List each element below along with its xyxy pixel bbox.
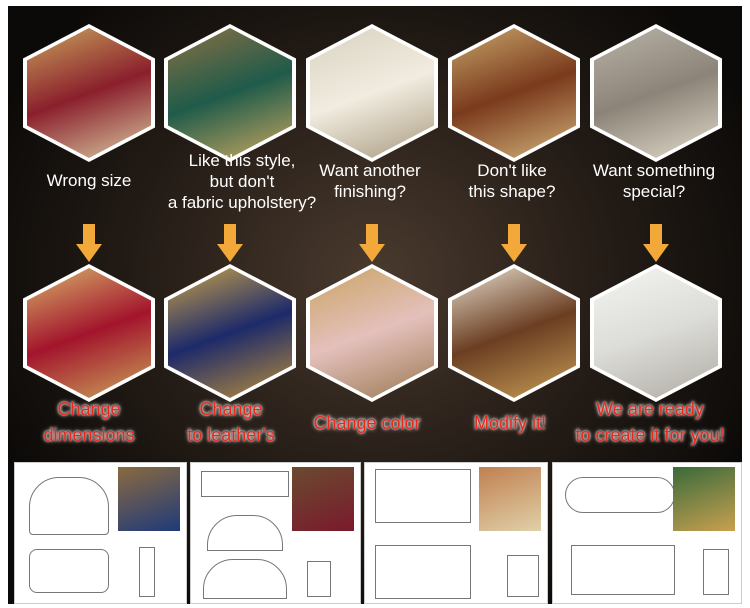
drawing-bed-technical [190,462,361,604]
hex-photo-blue-leather-sofa [164,264,296,402]
problem-text-4: Don't like this shape? [468,161,556,201]
solution-text-5: We are ready to create it for you! [575,399,725,445]
solution-text-2: Change to leather's [187,399,275,445]
hex-photo-sketching [590,264,722,402]
hex-photo-cabinet [448,24,580,162]
drawing-tv-cabinet-technical [552,462,742,604]
infographic-panel: Wrong size Like this style, but don't a … [8,6,742,604]
hex-photo-bed [590,24,722,162]
solution-text-4: Modify it! [473,413,547,433]
solution-text-1: Change dimensions [43,399,135,445]
arrow-down-icon [217,224,243,264]
problem-text-1: Wrong size [46,171,132,190]
arrow-down-icon [643,224,669,264]
arrow-down-icon [76,224,102,264]
problem-text-2: Like this style, but don't a fabric upho… [167,151,317,212]
problem-text-3: Want another finishing? [319,161,421,201]
hex-photo-modified-cabinet [448,264,580,402]
hex-photo-green-sofa [164,24,296,162]
arrow-down-icon [501,224,527,264]
hex-photo-white-bed [306,24,438,162]
hex-photo-red-sofa [23,24,155,162]
problem-text-5: Want something special? [592,161,716,201]
solution-text-3: Change color [313,413,421,433]
hex-photo-leather-chair [23,264,155,402]
arrow-down-icon [359,224,385,264]
drawing-desk-technical [364,462,548,604]
drawing-sofa-technical [14,462,187,604]
hex-photo-pink-bed [306,264,438,402]
